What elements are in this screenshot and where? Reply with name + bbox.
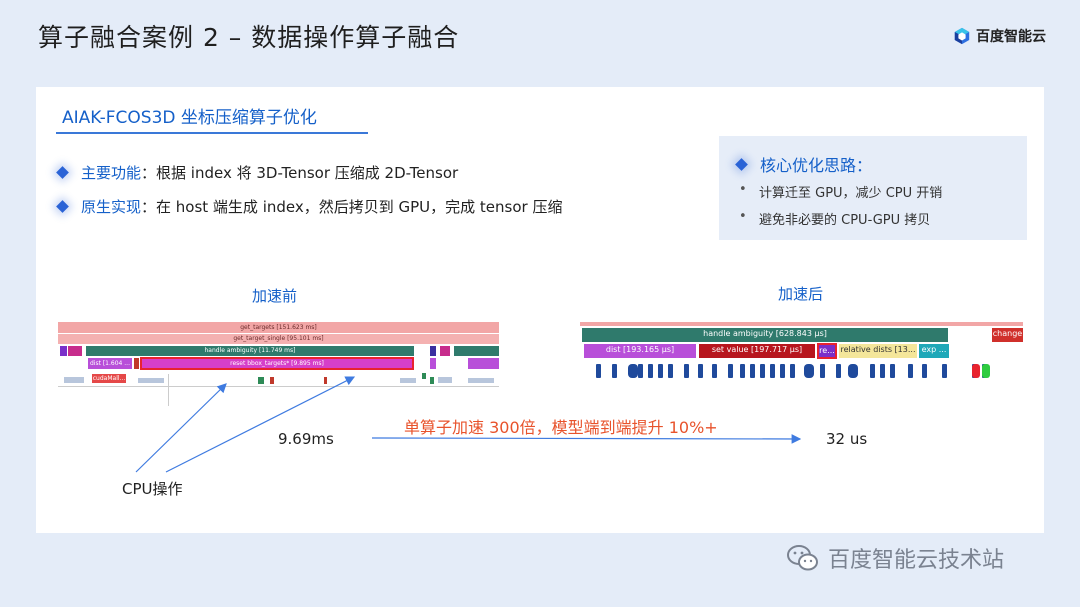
kernel-tick xyxy=(658,364,663,378)
bar-small xyxy=(134,358,139,369)
kernel-tick xyxy=(668,364,673,378)
activity-marks xyxy=(468,378,494,383)
bar-reset-bbox-targets: reset bbox_targets* [9.895 ms] xyxy=(140,357,414,370)
kernel-tick xyxy=(648,364,653,378)
activity-marks xyxy=(324,377,327,384)
kernel-tick xyxy=(750,364,755,378)
caption-before: 加速前 xyxy=(252,287,298,305)
kernel-tick xyxy=(880,364,885,378)
kernel-tick xyxy=(848,364,858,378)
bar-small xyxy=(440,346,450,356)
bar-relative-dists: relative dists [13... xyxy=(839,344,917,358)
bar-change: change xyxy=(992,328,1023,342)
kernel-tick xyxy=(698,364,703,378)
kernel-tick xyxy=(820,364,825,378)
kernel-tick xyxy=(728,364,733,378)
activity-marks xyxy=(422,373,426,379)
row-divider xyxy=(58,386,499,387)
bullet-function: 主要功能 ：根据 index 将 3D-Tensor 压缩成 2D-Tensor xyxy=(56,162,459,183)
baidu-cloud-logo-icon xyxy=(954,27,970,45)
kernel-tick xyxy=(638,364,643,378)
core-ideas-heading: 核心优化思路： xyxy=(735,152,873,176)
kernel-tick xyxy=(780,364,785,378)
kernel-tick xyxy=(908,364,913,378)
bar-set-value: set value [197.717 µs] xyxy=(699,344,815,358)
bar-dist: dist [1.604 ... xyxy=(88,358,132,369)
idea-item: 避免非必要的 CPU-GPU 拷贝 xyxy=(739,209,930,228)
core-ideas-box: 核心优化思路： 计算迁至 GPU，减少 CPU 开销 避免非必要的 CPU-GP… xyxy=(719,136,1027,240)
profiler-timeline-after: handle ambiguity [628.843 µs] change dis… xyxy=(580,320,1023,384)
kernel-tick xyxy=(760,364,765,378)
time-marker xyxy=(168,374,169,406)
title-underline xyxy=(56,132,368,134)
kernel-tick xyxy=(790,364,795,378)
kernel-tick xyxy=(596,364,601,378)
brand-name: 百度智能云 xyxy=(976,29,1046,45)
kernel-tick-colored xyxy=(982,364,990,378)
activity-marks xyxy=(258,377,264,384)
content-card: AIAK-FCOS3D 坐标压缩算子优化 主要功能 ：根据 index 将 3D… xyxy=(36,87,1044,533)
kernel-tick xyxy=(628,364,638,378)
idea-item: 计算迁至 GPU，减少 CPU 开销 xyxy=(739,182,942,201)
caption-after: 加速后 xyxy=(778,285,824,303)
kernel-tick xyxy=(804,364,814,378)
kernel-tick xyxy=(684,364,689,378)
bar-small xyxy=(68,346,82,356)
wechat-icon xyxy=(787,545,818,571)
speedup-arrow xyxy=(371,434,802,444)
bullet-text: ：在 host 端生成 index，然后拷贝到 GPU，完成 tensor 压缩 xyxy=(141,198,563,216)
annotation-arrows xyxy=(135,376,802,473)
watermark: 百度智能云技术站 xyxy=(786,542,1004,574)
slide-title: 算子融合案例 2 – 数据操作算子融合 xyxy=(38,23,460,52)
bar-handle-ambiguity: handle ambiguity [628.843 µs] xyxy=(582,328,948,342)
bar-small xyxy=(430,358,436,369)
bar-get-target-single: get_target_single [95.101 ms] xyxy=(58,334,499,344)
bar-handle-ambiguity: handle ambiguity [11.749 ms] xyxy=(86,346,414,356)
profiler-timeline-before: get_targets [151.623 ms] get_target_sing… xyxy=(58,320,499,406)
bar-re: re... xyxy=(817,343,837,359)
bar-small xyxy=(468,358,499,369)
bar-small xyxy=(430,346,436,356)
kernel-tick xyxy=(890,364,895,378)
bar-small xyxy=(60,346,67,356)
activity-marks xyxy=(438,377,452,383)
cpu-ops-label: CPU操作 xyxy=(122,480,183,498)
activity-marks xyxy=(430,377,434,384)
kernel-tick xyxy=(612,364,617,378)
kernel-tick-colored xyxy=(972,364,980,378)
bar-exp: exp ... xyxy=(919,344,949,358)
brand: 百度智能云 xyxy=(953,26,1046,46)
activity-marks xyxy=(138,378,164,383)
timing-before: 9.69ms xyxy=(278,430,334,448)
cpu-arrow-right xyxy=(165,376,356,473)
activity-marks xyxy=(64,377,84,383)
activity-marks xyxy=(270,377,274,384)
kernel-tick xyxy=(942,364,947,378)
card-title: AIAK-FCOS3D 坐标压缩算子优化 xyxy=(62,108,317,128)
bullet-label: 主要功能 xyxy=(81,164,142,182)
kernel-tick xyxy=(740,364,745,378)
bullet-native-impl: 原生实现 ：在 host 端生成 index，然后拷贝到 GPU，完成 tens… xyxy=(56,196,563,217)
watermark-text: 百度智能云技术站 xyxy=(828,548,1005,573)
cpu-arrow-left xyxy=(135,383,227,473)
bar-get-targets: get_targets [151.623 ms] xyxy=(58,322,499,333)
kernel-tick xyxy=(922,364,927,378)
bullet-label: 原生实现 xyxy=(81,198,142,216)
bar-dist: dist [193.165 µs] xyxy=(584,344,696,358)
kernel-tick xyxy=(836,364,841,378)
timing-after: 32 us xyxy=(826,430,868,448)
speedup-annotation: 单算子加速 300倍，模型端到端提升 10%+ xyxy=(404,418,718,437)
kernel-tick xyxy=(770,364,775,378)
core-ideas-title: 核心优化思路： xyxy=(760,156,873,175)
activity-marks xyxy=(400,378,416,383)
kernel-tick xyxy=(712,364,717,378)
bar-parent xyxy=(580,322,1023,326)
kernel-tick xyxy=(870,364,875,378)
bar-small xyxy=(454,346,499,356)
bullet-text: ：根据 index 将 3D-Tensor 压缩成 2D-Tensor xyxy=(141,164,459,182)
bar-cuda-malloc: cudaMall... xyxy=(92,374,126,383)
